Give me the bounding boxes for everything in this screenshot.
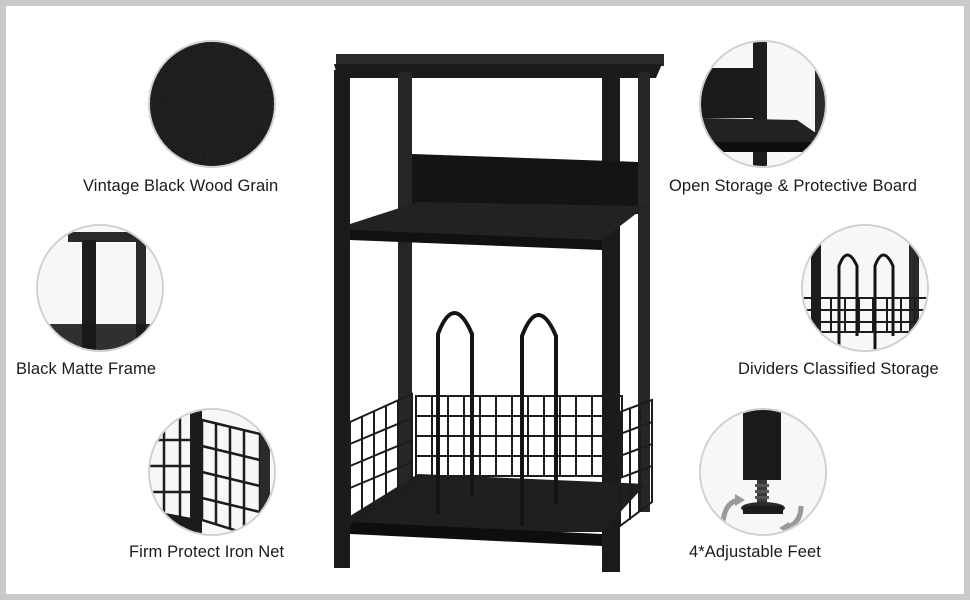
feature-label-dividers: Dividers Classified Storage — [738, 360, 939, 378]
matte-frame-closeup — [36, 224, 164, 352]
adjustable-foot-closeup — [699, 408, 827, 536]
open-shelf-closeup — [699, 40, 827, 168]
adjustable-foot-closeup-icon — [701, 410, 825, 534]
storage-rack-illustration — [326, 44, 676, 584]
wood-grain-closeup-icon — [150, 42, 274, 166]
matte-frame-closeup-icon — [38, 226, 162, 350]
feature-label-adjustable-feet: 4*Adjustable Feet — [689, 543, 821, 561]
feature-label-matte-frame: Black Matte Frame — [16, 360, 157, 378]
divider-closeup-icon — [803, 226, 927, 350]
iron-net-closeup-icon — [150, 410, 274, 534]
open-shelf-closeup-icon — [701, 42, 825, 166]
feature-label-wood-grain: Vintage Black Wood Grain — [83, 177, 279, 195]
wood-grain-closeup — [148, 40, 276, 168]
feature-label-open-storage: Open Storage & Protective Board — [669, 177, 917, 195]
feature-label-iron-net: Firm Protect Iron Net — [129, 543, 285, 561]
iron-net-closeup — [148, 408, 276, 536]
divider-closeup — [801, 224, 929, 352]
product-feature-panel: Vintage Black Wood Grain Black Matte Fra… — [6, 6, 964, 594]
